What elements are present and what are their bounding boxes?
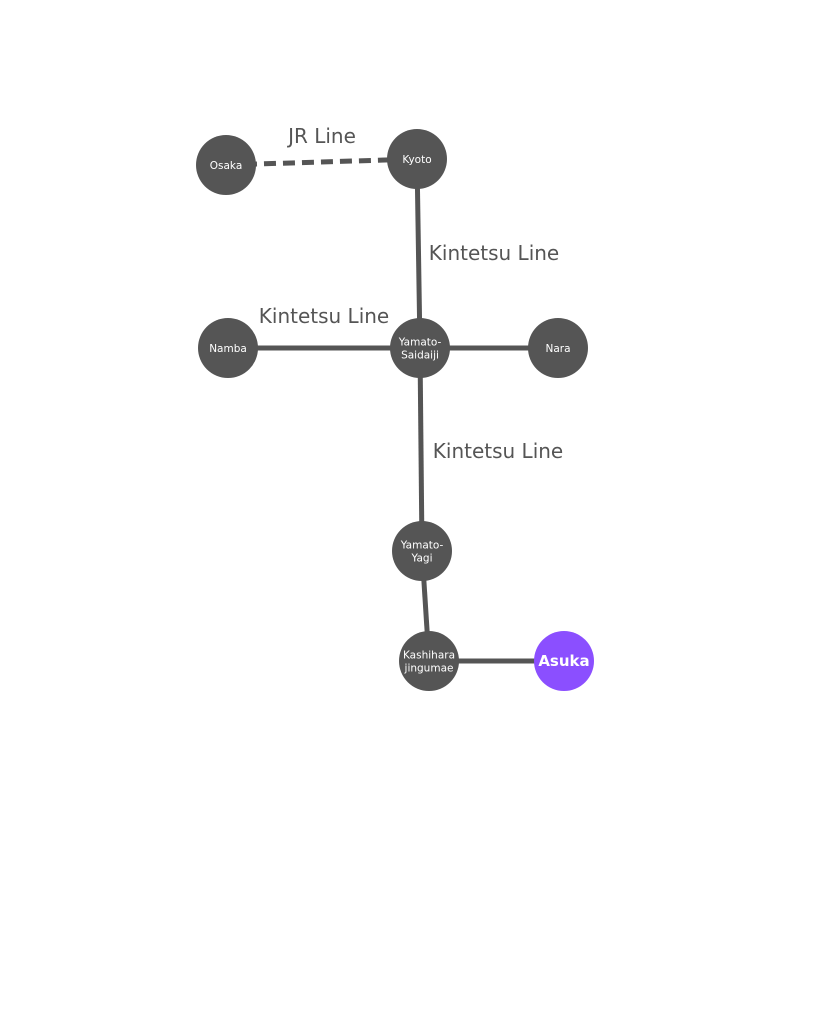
- edge-osaka-kyoto: [225, 156, 418, 168]
- station-circle: [392, 521, 452, 581]
- station-label: Kyoto: [402, 154, 431, 166]
- station-circle: [399, 631, 459, 691]
- station-label: Asuka: [538, 652, 589, 670]
- edge-label: Kintetsu Line: [259, 304, 389, 328]
- station-label: Yamato-: [400, 540, 444, 552]
- edge-saidaiji-yagi: [417, 347, 425, 552]
- station-kyoto[interactable]: Kyoto: [387, 129, 447, 189]
- station-circle: [528, 318, 588, 378]
- station-label: Yagi: [411, 553, 433, 565]
- station-osaka[interactable]: Osaka: [196, 135, 256, 195]
- edge-label: JR Line: [286, 124, 356, 148]
- station-nara[interactable]: Nara: [528, 318, 588, 378]
- edges: [225, 156, 564, 664]
- station-circle: [534, 631, 594, 691]
- station-label: jingumae: [404, 663, 454, 675]
- station-label: Nara: [545, 343, 570, 355]
- station-namba[interactable]: Namba: [198, 318, 258, 378]
- station-label: Namba: [209, 343, 247, 355]
- edge-label: Kintetsu Line: [429, 241, 559, 265]
- station-asuka[interactable]: Asuka: [534, 631, 594, 691]
- station-circle: [387, 129, 447, 189]
- station-saidaiji[interactable]: Yamato-Saidaiji: [390, 318, 450, 378]
- station-circle: [198, 318, 258, 378]
- edge-kyoto-saidaiji: [414, 158, 423, 349]
- station-label: Yamato-: [398, 337, 442, 349]
- station-label: Kashihara: [403, 650, 455, 662]
- station-circle: [196, 135, 256, 195]
- station-circle: [390, 318, 450, 378]
- station-label: Saidaiji: [401, 350, 439, 362]
- station-yagi[interactable]: Yamato-Yagi: [392, 521, 452, 581]
- station-label: Osaka: [210, 160, 243, 172]
- edge-label: Kintetsu Line: [433, 439, 563, 463]
